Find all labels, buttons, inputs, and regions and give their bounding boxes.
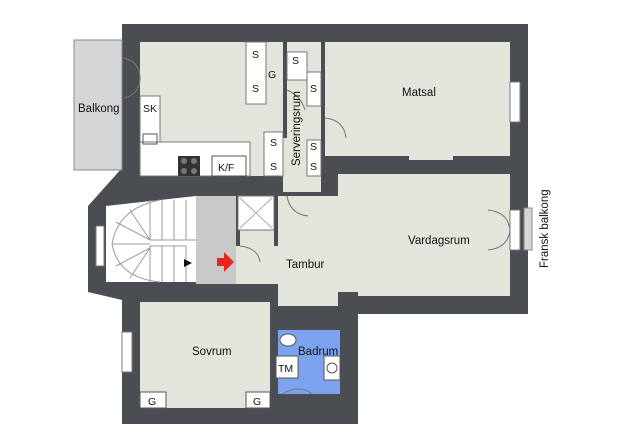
bathroom-fixtures — [275, 333, 341, 395]
inner-walls — [140, 42, 510, 408]
label-wardrobe-4: S — [270, 161, 277, 173]
bedroom-cupboard-left — [139, 391, 167, 409]
label-serving: Serveringsrum — [291, 91, 303, 166]
windows — [95, 81, 521, 373]
label-dining: Matsal — [402, 87, 436, 99]
label-hall: Tambur — [286, 259, 325, 271]
label-freezer: SK — [143, 103, 157, 115]
label-wardrobe-8: S — [310, 161, 317, 173]
label-wardrobe-1: S — [252, 49, 259, 61]
hall-floor — [278, 196, 342, 306]
label-french-balcony: Fransk balkong — [539, 189, 551, 268]
entrance-arrow-icon — [217, 252, 234, 272]
landing — [196, 196, 236, 284]
french-balcony-rail — [523, 207, 533, 251]
label-bathroom: Badrum — [298, 346, 338, 358]
label-living: Vardagsrum — [408, 235, 470, 247]
label-cupboard-bedroom-right: G — [253, 396, 261, 408]
label-wardrobe-5: S — [292, 55, 299, 67]
stair-arrow — [184, 259, 192, 267]
label-wardrobe-3: S — [270, 137, 277, 149]
doors — [123, 57, 511, 263]
label-balcony: Balkong — [78, 103, 120, 115]
living-floor — [355, 174, 510, 296]
bedroom-cupboard-right — [245, 391, 271, 409]
dining-floor — [325, 42, 510, 160]
label-washer: TM — [278, 363, 293, 375]
bedroom-floor — [140, 302, 270, 408]
serving-fixtures — [286, 51, 322, 177]
balcony — [73, 39, 123, 171]
label-wardrobe-7: S — [310, 141, 317, 153]
kitchen-fixtures — [139, 41, 284, 177]
hall-link-floor — [338, 174, 358, 292]
label-bedroom: Sovrum — [192, 346, 232, 358]
label-wardrobe-6: S — [310, 83, 317, 95]
stairwell — [106, 196, 196, 283]
label-fridge-freezer: K/F — [218, 162, 234, 174]
label-cupboard-kitchen: G — [268, 69, 276, 81]
label-wardrobe-2: S — [252, 83, 259, 95]
label-cupboard-bedroom-left: G — [148, 396, 156, 408]
